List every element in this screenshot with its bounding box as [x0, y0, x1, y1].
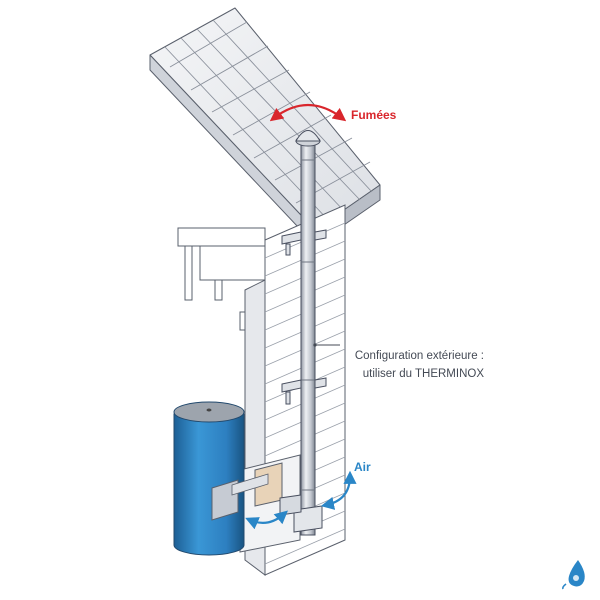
water-drop-logo [562, 560, 585, 590]
air-inlet-arrow-icon [245, 510, 288, 530]
smoke-arrow-icon [269, 104, 347, 122]
air-arrow-icon [320, 470, 357, 510]
boiler-tank [173, 401, 269, 556]
configuration-note-line1: Configuration extérieure : [354, 350, 484, 362]
configuration-note-line2: utiliser du THERMINOX [362, 368, 484, 380]
configuration-note: Configuration extérieure : utiliser du T… [330, 347, 484, 383]
wall-brackets [281, 229, 327, 405]
smoke-label: Fumées [351, 108, 397, 122]
flue-pipe [279, 130, 323, 536]
annotation-dot [313, 343, 317, 347]
roof [149, 7, 381, 246]
air-label: Air [354, 460, 371, 474]
